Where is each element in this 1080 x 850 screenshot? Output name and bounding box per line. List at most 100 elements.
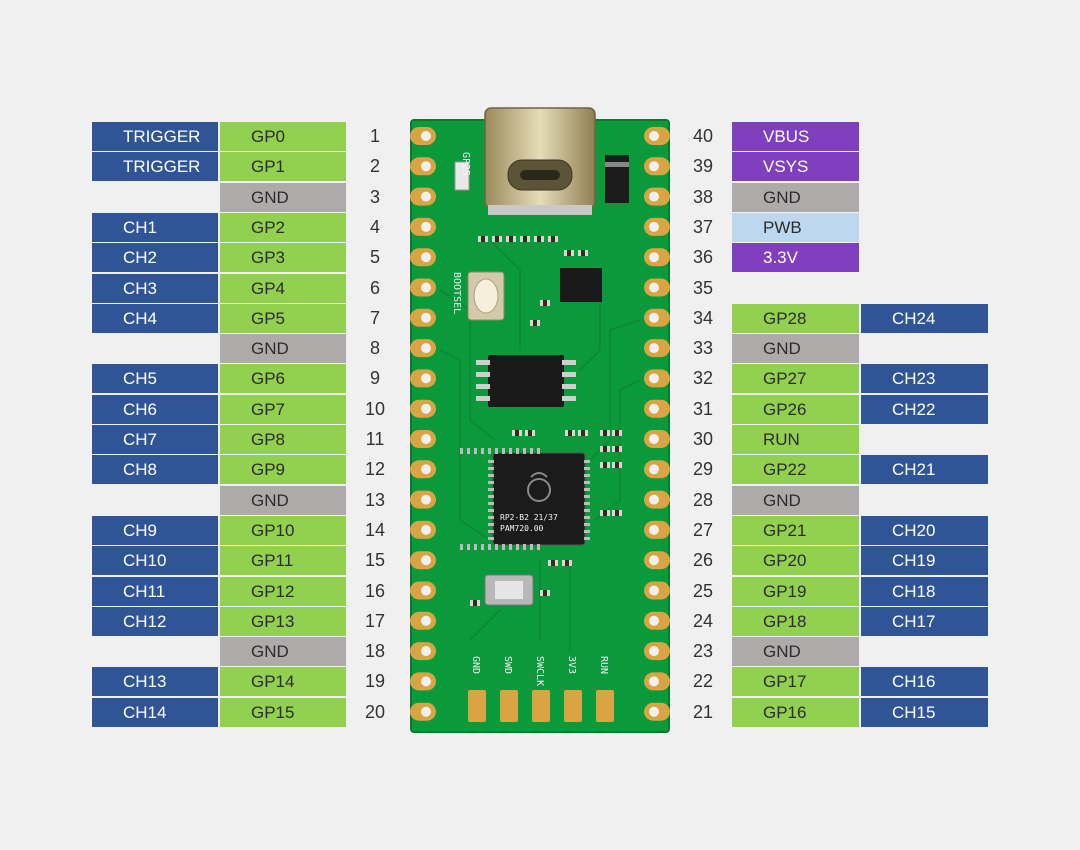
right-pin-label: GND <box>732 485 859 515</box>
right-pin-label: GND <box>732 182 859 212</box>
right-pin-label: GP26 <box>732 394 859 424</box>
right-pin-number: 26 <box>692 550 714 571</box>
right-func-label: CH21 <box>861 455 988 485</box>
pcb-traces <box>439 239 641 650</box>
debug-pad <box>532 690 550 722</box>
left-func-label: CH14 <box>92 697 218 727</box>
left-func-label: CH1 <box>92 212 218 242</box>
left-gnd-label: GND <box>220 637 346 667</box>
left-pin-number: 14 <box>364 519 386 540</box>
left-pin-number: 2 <box>369 156 380 177</box>
debug-pad-label: SWD <box>502 656 513 674</box>
left-func-label: TRIGGER <box>92 122 218 151</box>
debug-pad <box>596 690 614 722</box>
debug-pad-label: SWCLK <box>534 656 545 686</box>
left-pin-number: 5 <box>369 247 380 268</box>
left-gnd-label: GND <box>220 485 346 515</box>
left-pin-number: 10 <box>364 398 386 419</box>
debug-pad <box>564 690 582 722</box>
right-pin-number: 36 <box>692 247 714 268</box>
left-gpio-label: GP8 <box>220 425 346 454</box>
left-gpio-label: GP15 <box>220 697 346 727</box>
right-pin-number: 33 <box>692 338 714 359</box>
chip-marking-line1: RP2-B2 21/37 <box>500 513 558 522</box>
right-pin-number: 22 <box>692 671 714 692</box>
right-pin-label: GP16 <box>732 697 859 727</box>
left-func-label: CH8 <box>92 455 218 485</box>
right-pin-label: GP27 <box>732 364 859 394</box>
right-pin-number: 29 <box>692 459 714 480</box>
left-gpio-label: GP9 <box>220 455 346 485</box>
debug-pad-label: RUN <box>598 656 609 674</box>
left-gpio-label: GP2 <box>220 212 346 242</box>
left-func-label: CH11 <box>92 576 218 606</box>
right-pin-label: GP19 <box>732 576 859 606</box>
left-pin-number: 1 <box>369 126 380 146</box>
left-func-label: CH10 <box>92 546 218 576</box>
left-func-label: CH13 <box>92 667 218 697</box>
right-pin-number: 30 <box>692 429 714 449</box>
right-func-label: CH18 <box>861 576 988 606</box>
right-func-label: CH16 <box>861 667 988 697</box>
right-pin-label: VSYS <box>732 152 859 182</box>
left-gpio-label: GP1 <box>220 152 346 182</box>
right-func-label: CH15 <box>861 697 988 727</box>
right-pin-label: RUN <box>732 425 859 454</box>
right-func-label: CH17 <box>861 606 988 636</box>
led <box>454 161 470 191</box>
right-pin-label: 3.3V <box>732 243 859 273</box>
left-func-label: CH2 <box>92 243 218 273</box>
left-gpio-label: GP4 <box>220 273 346 303</box>
left-gpio-label: GP3 <box>220 243 346 273</box>
silk-bootsel: BOOTSEL <box>451 272 462 314</box>
right-pin-number: 28 <box>692 489 714 510</box>
passive-components <box>470 236 622 606</box>
right-pin-number: 27 <box>692 519 714 540</box>
left-gpio-label: GP7 <box>220 394 346 424</box>
right-pin-number: 31 <box>692 398 714 419</box>
left-castellated-pads <box>410 127 436 721</box>
right-pin-number: 21 <box>692 701 714 722</box>
silk-gp25: GP25 <box>460 152 471 176</box>
left-pin-number: 6 <box>369 277 380 298</box>
right-func-label: CH24 <box>861 303 988 333</box>
right-pin-number: 23 <box>692 641 714 662</box>
left-pin-number: 4 <box>369 216 380 237</box>
left-pin-number: 13 <box>364 489 386 510</box>
left-pin-number: 11 <box>365 429 385 449</box>
usb-c-connector <box>484 107 596 215</box>
debug-pad <box>468 690 486 722</box>
right-func-label: CH19 <box>861 546 988 576</box>
left-gpio-label: GP10 <box>220 515 346 545</box>
left-pin-number: 12 <box>364 459 386 480</box>
right-pin-label: GP28 <box>732 303 859 333</box>
right-pin-number: 34 <box>692 307 714 328</box>
left-pin-number: 17 <box>364 610 386 631</box>
left-func-label: CH4 <box>92 303 218 333</box>
right-pin-label: GND <box>732 637 859 667</box>
left-gpio-label: GP6 <box>220 364 346 394</box>
right-pin-number: 40 <box>692 126 714 146</box>
right-pin-label: GP20 <box>732 546 859 576</box>
left-func-label: CH7 <box>92 425 218 454</box>
left-pin-number: 15 <box>364 550 386 571</box>
left-gpio-label: GP0 <box>220 122 346 151</box>
right-func-label: CH23 <box>861 364 988 394</box>
right-pin-label: GP22 <box>732 455 859 485</box>
right-pin-label: GP17 <box>732 667 859 697</box>
left-gnd-label: GND <box>220 334 346 364</box>
right-pin-label: PWB <box>732 212 859 242</box>
left-pin-number: 8 <box>369 338 380 359</box>
left-func-label: CH9 <box>92 515 218 545</box>
left-pin-number: 7 <box>369 307 380 328</box>
right-pin-number: 37 <box>692 216 714 237</box>
chip-marking-line2: PAM720.00 <box>500 524 544 533</box>
left-func-label: CH5 <box>92 364 218 394</box>
left-func-label: CH6 <box>92 394 218 424</box>
left-gpio-label: GP5 <box>220 303 346 333</box>
left-gnd-label: GND <box>220 182 346 212</box>
regulator <box>560 268 602 302</box>
